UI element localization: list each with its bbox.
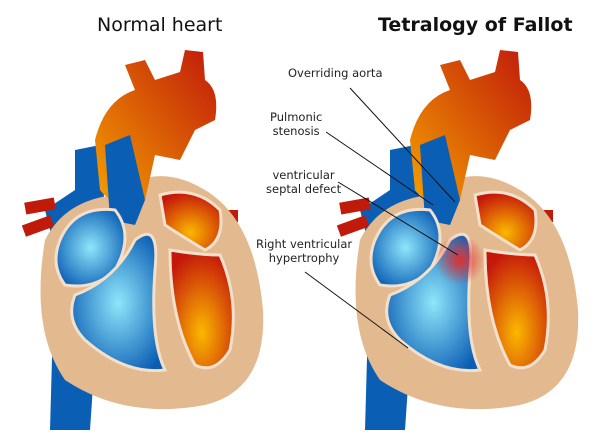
- label-overriding-aorta: Overriding aorta: [288, 66, 383, 80]
- vsd-highlight: [435, 235, 485, 285]
- leader-vsd: [337, 181, 459, 256]
- label-line: stenosis: [272, 124, 320, 138]
- label-right-ventricular-hypertrophy: Right ventricular hypertrophy: [256, 237, 352, 265]
- leader-overriding-aorta: [349, 87, 456, 203]
- normal-heart: [20, 48, 265, 432]
- title-normal-heart: Normal heart: [97, 14, 223, 36]
- label-ventricular-septal-defect: ventricular septal defect: [266, 168, 341, 196]
- leader-lines: [304, 87, 459, 349]
- leader-rvh: [304, 271, 409, 349]
- leader-pulmonic-stenosis: [325, 131, 434, 206]
- label-line: septal defect: [266, 182, 342, 196]
- label-line: Right ventricular: [256, 237, 353, 251]
- label-line: hypertrophy: [268, 251, 340, 265]
- label-line: Pulmonic: [270, 110, 323, 124]
- label-pulmonic-stenosis: Pulmonic stenosis: [270, 110, 322, 138]
- label-line: ventricular: [272, 168, 335, 182]
- title-tetralogy-of-fallot: Tetralogy of Fallot: [378, 14, 573, 36]
- tof-heart: [335, 48, 580, 432]
